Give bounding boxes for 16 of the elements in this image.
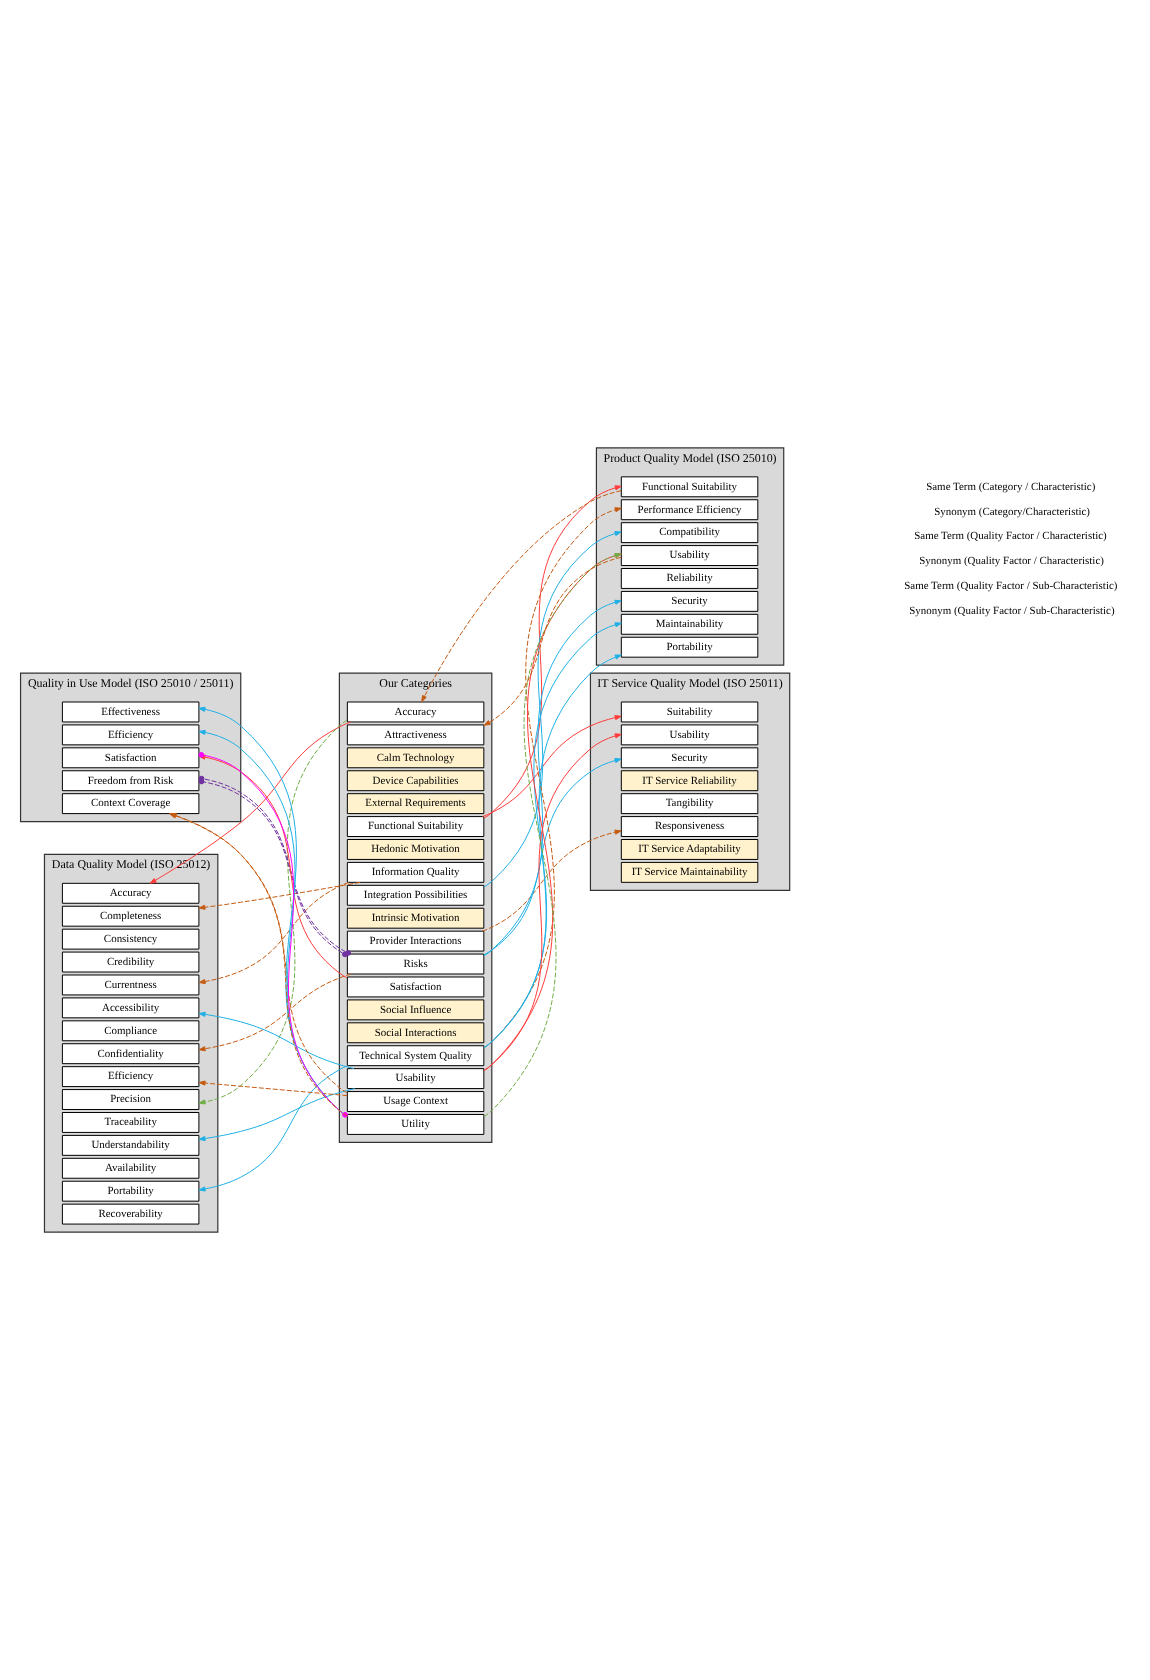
arrow <box>198 1065 348 1192</box>
arrow <box>198 973 352 1052</box>
arrow <box>483 556 622 726</box>
arrow <box>482 829 622 932</box>
arrow <box>483 757 622 956</box>
arrow <box>149 721 352 884</box>
arrow <box>483 599 622 957</box>
arrow <box>483 485 622 819</box>
arrow <box>198 1080 348 1097</box>
arrow <box>421 490 622 703</box>
arrow <box>198 881 361 910</box>
arrow <box>198 1011 355 1070</box>
arrow <box>198 1088 356 1142</box>
arrow <box>483 733 622 1071</box>
arrow <box>482 715 622 817</box>
arrow <box>483 531 622 888</box>
